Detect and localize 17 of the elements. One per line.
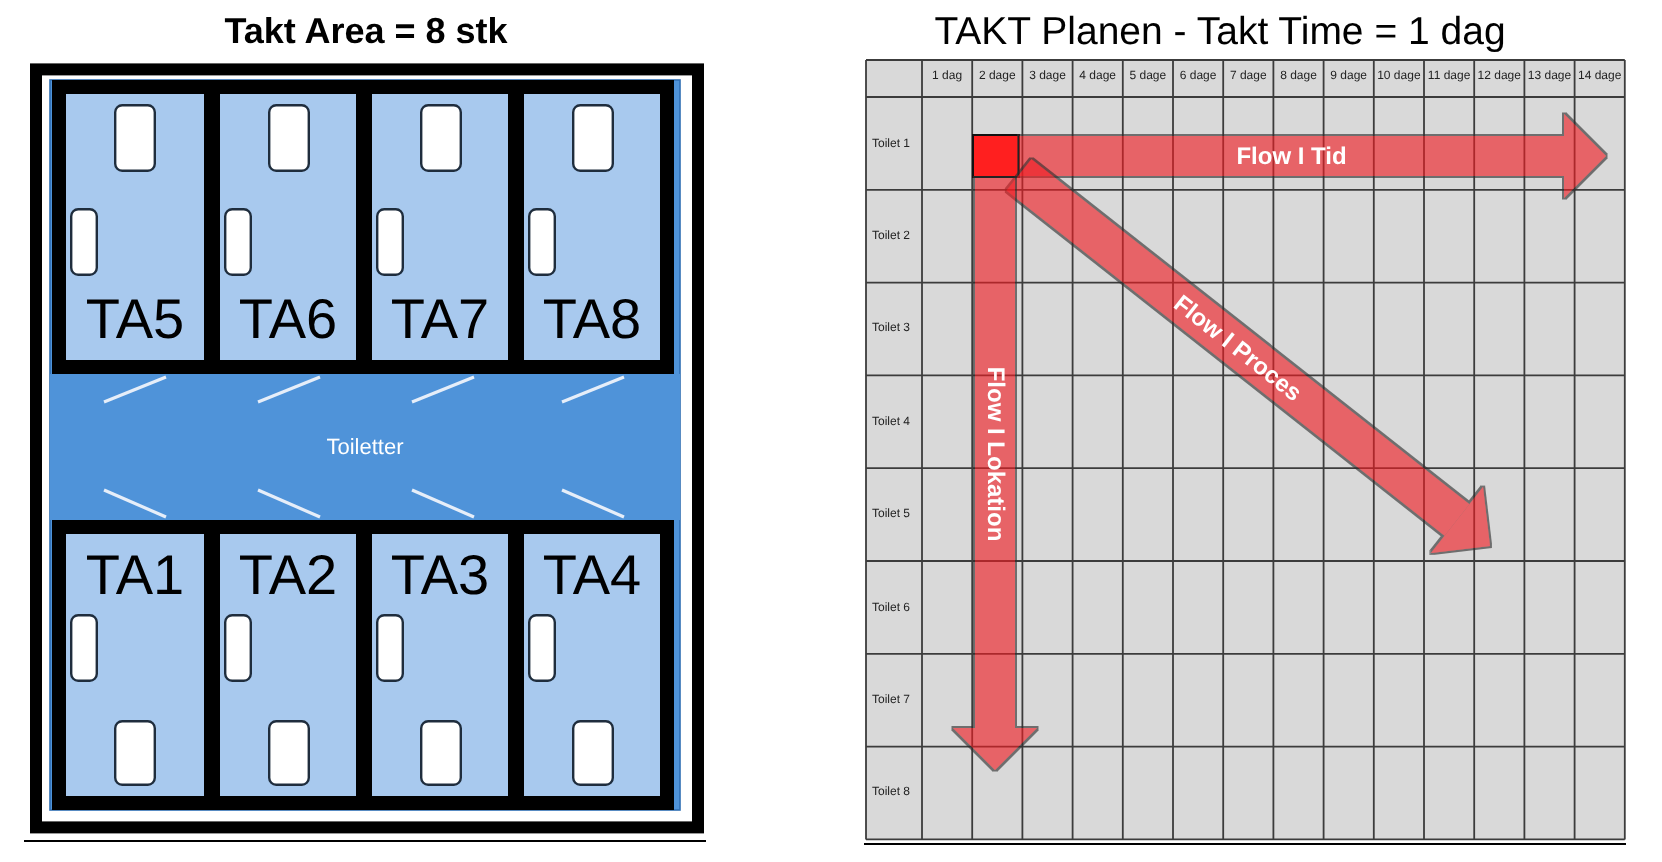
room-label: TA7 [390, 292, 490, 349]
room-label: TA8 [542, 292, 642, 349]
flow-arrow [1019, 114, 1606, 198]
flow-arrow [953, 178, 1037, 770]
room-label: TA4 [542, 548, 642, 605]
corridor-band [50, 374, 680, 520]
room-label: TA1 [85, 548, 185, 605]
room-label: TA5 [85, 292, 185, 349]
room-label: TA2 [238, 548, 338, 605]
room-label: TA6 [238, 292, 338, 349]
start-square [971, 134, 1019, 178]
room-label: TA3 [390, 548, 490, 605]
edge-label: Flow I Lokation [981, 365, 1009, 541]
edge-label: Flow I Tid [1236, 142, 1347, 170]
panel-heading: TAKT Planen - Takt Time = 1 dag [934, 9, 1506, 55]
corridor-label: Toiletter [326, 435, 404, 459]
panel-heading: Takt Area = 8 stk [224, 11, 508, 53]
